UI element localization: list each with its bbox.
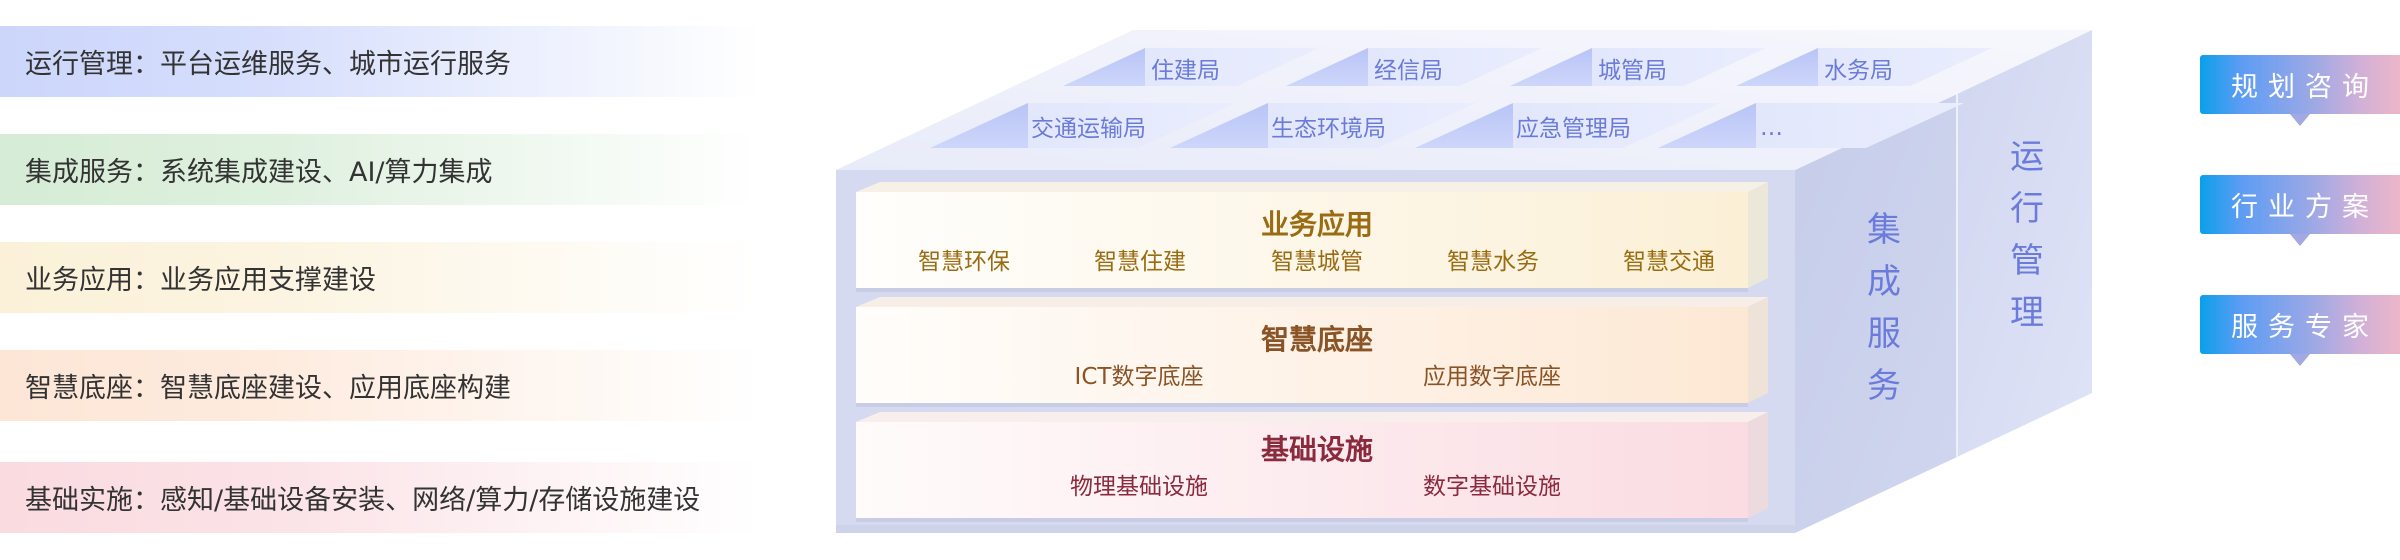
- layer-item: 智慧环保: [918, 249, 1010, 275]
- side-label-integration-services: 集成服务: [1867, 210, 1901, 406]
- department-tile: [1510, 48, 1766, 86]
- band-business-applications: 业务应用：业务应用支撑建设: [0, 242, 760, 313]
- layer-business-applications: [856, 182, 1768, 292]
- badge-label: 行业方案: [2231, 192, 2379, 223]
- layer-item: 数字基础设施: [1423, 474, 1561, 500]
- department-tile: [1415, 103, 1721, 148]
- department-tile: [1736, 48, 1992, 86]
- band-label: 运行管理：平台运维服务、城市运行服务: [25, 49, 511, 80]
- layer-item: 物理基础设施: [1070, 474, 1208, 500]
- tile-label: 城管局: [1598, 58, 1667, 84]
- band-smart-foundation: 智慧底座：智慧底座建设、应用底座构建: [0, 350, 760, 421]
- badge-planning-consulting: 规划咨询: [2200, 55, 2400, 126]
- layer-title: 基础设施: [1260, 433, 1374, 466]
- band-label: 集成服务：系统集成建设、AI/算力集成: [25, 157, 493, 188]
- layer-item: 应用数字底座: [1423, 364, 1561, 390]
- tile-label: 生态环境局: [1271, 116, 1386, 142]
- side-label-operations-management: 运行管理: [2010, 137, 2044, 333]
- band-infrastructure: 基础实施：感知/基础设备安装、网络/算力/存储设施建设: [0, 462, 760, 533]
- badge-label: 规划咨询: [2231, 72, 2379, 103]
- band-label: 基础实施：感知/基础设备安装、网络/算力/存储设施建设: [25, 485, 701, 516]
- layer-item: 智慧交通: [1623, 249, 1715, 275]
- tile-label: …: [1760, 115, 1783, 141]
- side-face-operations: [1957, 30, 2092, 457]
- badge-industry-solutions: 行业方案: [2200, 175, 2400, 246]
- tile-label: 经信局: [1374, 58, 1443, 84]
- band-label: 业务应用：业务应用支撑建设: [25, 265, 376, 296]
- band-operations-management: 运行管理：平台运维服务、城市运行服务: [0, 26, 760, 97]
- band-integration-services: 集成服务：系统集成建设、AI/算力集成: [0, 134, 760, 205]
- tile-label: 交通运输局: [1031, 116, 1146, 142]
- department-tile: [1063, 48, 1319, 86]
- department-tile: [1658, 103, 1964, 148]
- tile-label: 水务局: [1824, 58, 1893, 84]
- layer-item: ICT数字底座: [1074, 364, 1204, 390]
- side-face-integration: [1795, 94, 1957, 533]
- department-tile: [1170, 103, 1476, 148]
- layer-title: 业务应用: [1260, 208, 1374, 241]
- department-tile: [930, 103, 1236, 148]
- band-label: 智慧底座：智慧底座建设、应用底座构建: [25, 373, 511, 404]
- layer-item: 智慧住建: [1094, 249, 1186, 275]
- tile-label: 住建局: [1151, 58, 1220, 84]
- badge-service-experts: 服务专家: [2200, 295, 2400, 366]
- badge-label: 服务专家: [2231, 312, 2379, 343]
- layer-infrastructure: [856, 412, 1768, 522]
- layer-title: 智慧底座: [1260, 323, 1374, 356]
- department-tile: [1286, 48, 1542, 86]
- layer-smart-foundation: [856, 297, 1768, 407]
- layer-item: 智慧城管: [1271, 249, 1363, 275]
- layer-item: 智慧水务: [1447, 249, 1539, 275]
- tile-label: 应急管理局: [1516, 116, 1631, 142]
